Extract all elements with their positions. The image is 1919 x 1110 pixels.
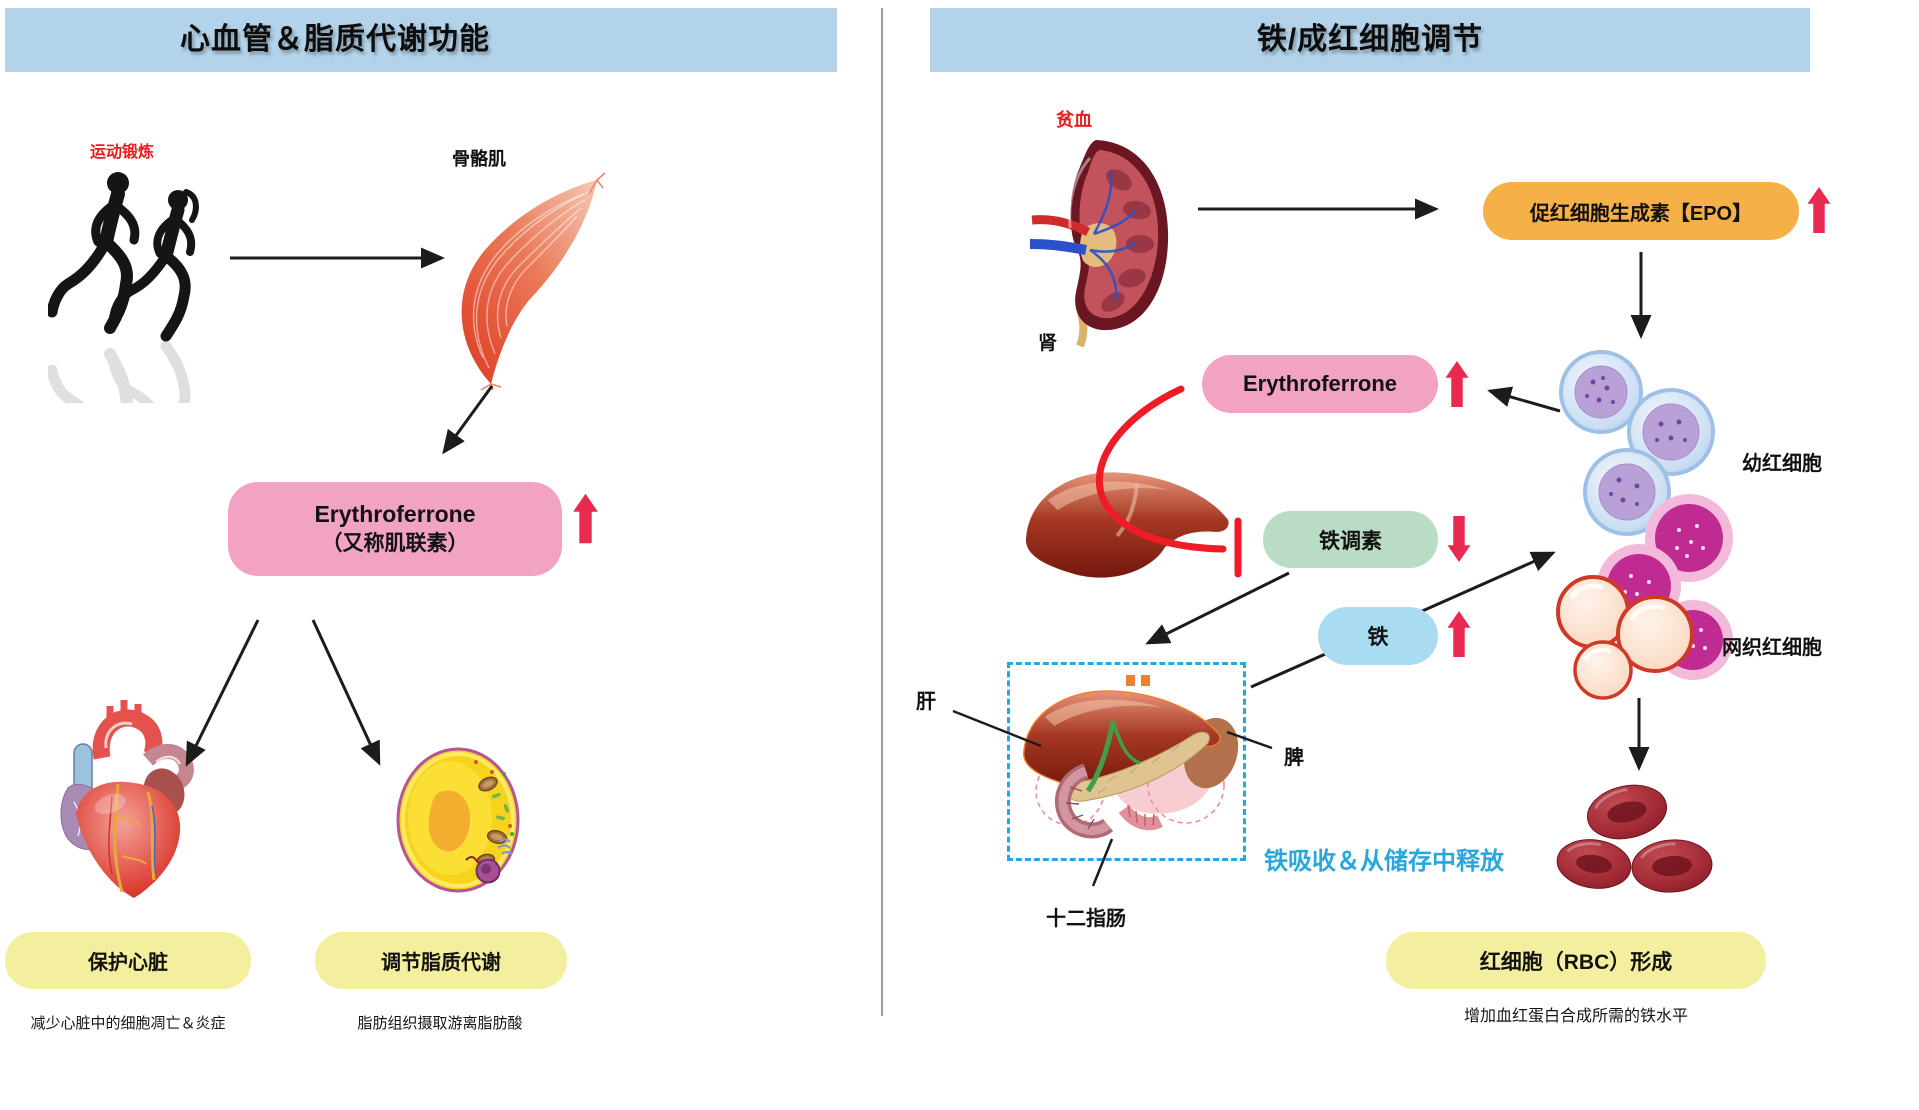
kidney-label: 肾 (1038, 333, 1058, 354)
erythroferrone-right-label: Erythroferrone (1242, 371, 1398, 396)
rbc-formation-label: 红细胞（RBC）形成 (1479, 950, 1673, 974)
right-panel-header: 铁/成红细胞调节 (930, 8, 1810, 72)
arrow-cells-to-erythroferrone (1487, 386, 1561, 413)
erythroferrone-box-right: Erythroferrone (1202, 355, 1438, 413)
rbc-cell (1587, 784, 1667, 840)
renal-sinus (1080, 223, 1117, 267)
panel-divider (881, 8, 883, 1016)
iron-organs-dashed-box (1007, 662, 1246, 861)
iron-label: 铁 (1367, 626, 1389, 649)
duodenum-label: 十二指肠 (1046, 908, 1126, 930)
skeletal-muscle-illustration (461, 172, 606, 390)
aorta (92, 709, 163, 760)
erythroid-cells-illustration (1556, 350, 1733, 700)
erythroblasts-magenta (1597, 494, 1733, 680)
ureter (1075, 282, 1088, 348)
inhibition-curve (1095, 385, 1227, 553)
arrow-muscle-to-erythroferrone (442, 385, 494, 455)
epo-box-label: 促红细胞生成素【EPO】 (1529, 202, 1753, 225)
iron-box: 铁 (1318, 607, 1438, 665)
heart-note: 减少心脏中的细胞凋亡＆炎症 (30, 1015, 226, 1032)
arrow-hepcidin-to-organs (1145, 571, 1290, 645)
organelles (465, 760, 514, 884)
left-panel-header: 心血管＆脂质代谢功能 (5, 8, 837, 72)
protect-heart-box: 保护心脏 (5, 932, 251, 989)
ventricles (76, 781, 181, 898)
adipocyte-illustration (396, 747, 520, 893)
pulmonary-artery (143, 744, 194, 792)
protect-heart-label: 保护心脏 (88, 952, 168, 974)
heart-illustration (60, 700, 194, 898)
fat-note: 脂肪组织摄取游离脂肪酸 (357, 1015, 523, 1032)
erythroblasts-label: 幼红细胞 (1742, 453, 1822, 475)
exercise-label: 运动锻炼 (90, 144, 155, 161)
left-panel-title: 心血管＆脂质代谢功能 (180, 23, 490, 56)
increase-arrow-icon (1807, 187, 1831, 233)
arrow-to-heart (185, 619, 260, 767)
runner-male (48, 172, 140, 334)
rbc-note: 增加血红蛋白合成所需的铁水平 (1463, 1008, 1688, 1025)
reticulocytes-label: 网织红细胞 (1722, 637, 1822, 659)
runner-female (109, 189, 199, 342)
nucleus (475, 858, 501, 884)
lipid-metabolism-label: 调节脂质代谢 (381, 952, 501, 974)
erythroferrone-box-left: Erythroferrone （又称肌联素） (228, 482, 562, 576)
renal-artery (1031, 215, 1091, 237)
renal-vein (1029, 239, 1087, 255)
right-panel-title: 铁/成红细胞调节 (1256, 23, 1484, 56)
rbc-cell (1631, 839, 1713, 893)
lipid-metabolism-box: 调节脂质代谢 (315, 932, 567, 989)
erythroferrone-line2: （又称肌联素） (321, 532, 469, 556)
reticulocytes-cells (1556, 575, 1694, 700)
increase-arrow-icon (573, 493, 598, 544)
erythroblasts-blue (1559, 350, 1715, 536)
iron-release-note: 铁吸收＆从储存中释放 (1264, 848, 1504, 875)
increase-arrow-icon (1445, 361, 1469, 407)
runners-illustration (48, 172, 243, 403)
increase-arrow-icon (1447, 611, 1471, 657)
anemia-label: 贫血 (1056, 110, 1092, 130)
liver-label: 肝 (916, 691, 936, 713)
hepcidin-box: 铁调素 (1263, 511, 1438, 568)
vena-cava (73, 743, 93, 799)
epo-box: 促红细胞生成素【EPO】 (1483, 182, 1799, 240)
erythroferrone-line1: Erythroferrone (314, 501, 476, 528)
rbc-cell (1556, 839, 1632, 889)
spleen-label: 脾 (1284, 747, 1304, 769)
runners-reflection (52, 346, 196, 403)
rbc-illustration (1556, 784, 1713, 893)
decrease-arrow-icon (1447, 516, 1471, 562)
hepcidin-label: 铁调素 (1319, 529, 1382, 553)
skeletal-muscle-label: 骨骼肌 (452, 149, 506, 169)
arrow-to-adipocyte (311, 619, 381, 766)
liver-illustration (1025, 472, 1229, 578)
left-atrium (60, 783, 112, 851)
rbc-formation-box: 红细胞（RBC）形成 (1386, 932, 1766, 989)
kidney-illustration (1029, 140, 1169, 348)
